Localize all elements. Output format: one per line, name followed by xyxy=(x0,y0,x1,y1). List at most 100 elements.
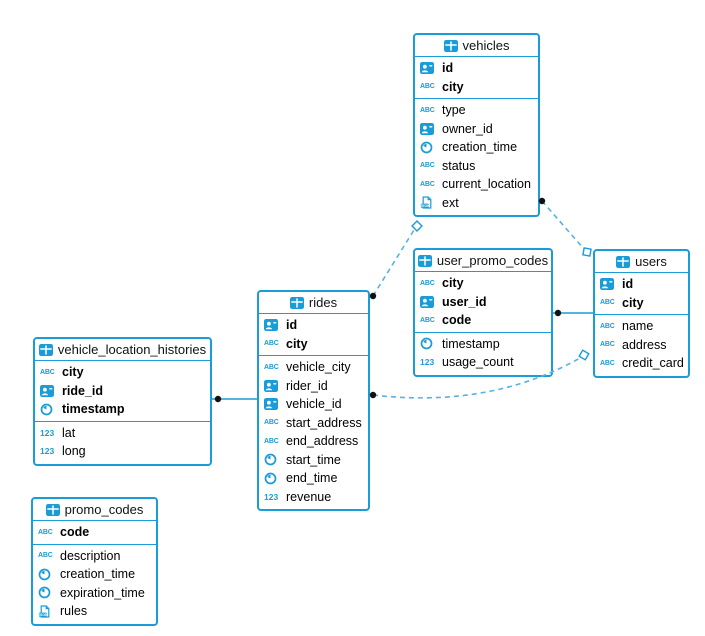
field-row-start_time[interactable]: start_time xyxy=(259,451,368,470)
field-row-code[interactable]: ABC code xyxy=(415,311,551,330)
table-user_promo_codes[interactable]: user_promo_codes ABC city user_id ABC co… xyxy=(413,248,553,377)
field-label: ext xyxy=(442,195,459,210)
number-icon: 123 xyxy=(420,357,435,367)
field-row-code[interactable]: ABC code xyxy=(33,523,156,542)
person-icon xyxy=(420,122,437,135)
table-users[interactable]: users id ABC city ABC name ABC address A… xyxy=(593,249,690,378)
field-row-vehicle_city[interactable]: ABC vehicle_city xyxy=(259,358,368,377)
person-icon xyxy=(264,398,281,411)
field-row-id[interactable]: id xyxy=(415,59,538,78)
field-row-timestamp[interactable]: timestamp xyxy=(35,400,210,419)
table-header[interactable]: promo_codes xyxy=(33,499,156,521)
text-icon: ABC xyxy=(420,83,435,91)
field-label: id xyxy=(286,318,298,333)
fields-section: ABC description creation_time expiration… xyxy=(33,543,156,624)
table-title: promo_codes xyxy=(64,502,144,517)
field-row-status[interactable]: ABC status xyxy=(415,157,538,176)
field-row-lat[interactable]: 123 lat xyxy=(35,424,210,443)
field-row-usage_count[interactable]: 123 usage_count xyxy=(415,353,551,372)
table-icon xyxy=(616,255,631,268)
field-row-ride_id[interactable]: ride_id xyxy=(35,382,210,401)
field-row-revenue[interactable]: 123 revenue xyxy=(259,488,368,507)
clock-icon xyxy=(264,453,281,466)
field-row-current_location[interactable]: ABC current_location xyxy=(415,175,538,194)
field-label: vehicle_city xyxy=(286,360,351,375)
field-label: creation_time xyxy=(442,140,518,155)
field-row-creation_time[interactable]: creation_time xyxy=(415,138,538,157)
table-header[interactable]: vehicle_location_histories xyxy=(35,339,210,361)
field-label: city xyxy=(286,336,308,351)
field-label: city xyxy=(442,79,464,94)
field-row-end_time[interactable]: end_time xyxy=(259,469,368,488)
field-row-address[interactable]: ABC address xyxy=(595,336,688,355)
field-label: city xyxy=(62,365,84,380)
primary-fields-section: ABC city user_id ABC code xyxy=(415,272,551,332)
field-row-city[interactable]: ABC city xyxy=(35,363,210,382)
clock-icon xyxy=(40,403,57,416)
primary-fields-section: id ABC city xyxy=(259,314,368,355)
field-label: city xyxy=(442,276,464,291)
table-header[interactable]: rides xyxy=(259,292,368,314)
field-label: description xyxy=(60,548,121,563)
table-icon xyxy=(417,254,432,267)
fields-section: timestamp 123 usage_count xyxy=(415,331,551,375)
field-label: lat xyxy=(62,425,76,440)
fields-section: ABC vehicle_city rider_id vehicle_id ABC… xyxy=(259,355,368,509)
table-vehicles[interactable]: vehicles id ABC city ABC type owner_id c… xyxy=(413,33,540,217)
field-label: id xyxy=(442,61,454,76)
primary-fields-section: id ABC city xyxy=(415,57,538,98)
field-row-ext[interactable]: JSON ext xyxy=(415,194,538,213)
fields-section: ABC name ABC address ABC credit_card xyxy=(595,314,688,376)
clock-icon xyxy=(420,141,437,154)
table-vehicle_location_histories[interactable]: vehicle_location_histories ABC city ride… xyxy=(33,337,212,466)
text-icon: ABC xyxy=(264,419,279,427)
text-icon: ABC xyxy=(600,299,615,307)
field-row-end_address[interactable]: ABC end_address xyxy=(259,432,368,451)
field-row-expiration_time[interactable]: expiration_time xyxy=(33,584,156,603)
field-row-vehicle_id[interactable]: vehicle_id xyxy=(259,395,368,414)
table-title: user_promo_codes xyxy=(436,253,549,268)
json-icon: JSON xyxy=(38,605,55,618)
text-icon: ABC xyxy=(600,359,615,367)
field-label: ride_id xyxy=(62,383,103,398)
field-row-city[interactable]: ABC city xyxy=(259,335,368,354)
table-rides[interactable]: rides id ABC city ABC vehicle_city rider… xyxy=(257,290,370,511)
person-icon xyxy=(264,319,281,332)
table-header[interactable]: user_promo_codes xyxy=(415,250,551,272)
field-row-rules[interactable]: JSON rules xyxy=(33,602,156,621)
field-label: rules xyxy=(60,604,88,619)
table-header[interactable]: vehicles xyxy=(415,35,538,57)
field-row-city[interactable]: ABC city xyxy=(595,294,688,313)
field-row-rider_id[interactable]: rider_id xyxy=(259,377,368,396)
field-row-owner_id[interactable]: owner_id xyxy=(415,120,538,139)
field-row-name[interactable]: ABC name xyxy=(595,317,688,336)
field-row-user_id[interactable]: user_id xyxy=(415,293,551,312)
table-header[interactable]: users xyxy=(595,251,688,273)
field-row-id[interactable]: id xyxy=(595,275,688,294)
field-row-long[interactable]: 123 long xyxy=(35,442,210,461)
person-icon xyxy=(264,379,281,392)
field-row-creation_time[interactable]: creation_time xyxy=(33,565,156,584)
person-icon xyxy=(40,384,57,397)
field-row-city[interactable]: ABC city xyxy=(415,274,551,293)
person-icon xyxy=(420,62,437,75)
fields-section: 123 lat 123 long xyxy=(35,420,210,464)
field-row-type[interactable]: ABC type xyxy=(415,101,538,120)
field-row-city[interactable]: ABC city xyxy=(415,78,538,97)
table-promo_codes[interactable]: promo_codes ABC code ABC description cre… xyxy=(31,497,158,626)
number-icon: 123 xyxy=(264,491,279,502)
field-row-credit_card[interactable]: ABC credit_card xyxy=(595,354,688,373)
table-title: rides xyxy=(308,295,338,310)
field-label: timestamp xyxy=(442,336,500,351)
field-row-description[interactable]: ABC description xyxy=(33,547,156,566)
field-row-start_address[interactable]: ABC start_address xyxy=(259,414,368,433)
field-row-id[interactable]: id xyxy=(259,316,368,335)
person-icon xyxy=(600,278,617,291)
text-icon: ABC xyxy=(40,368,55,376)
text-icon: ABC xyxy=(38,552,53,560)
text-icon: ABC xyxy=(600,322,615,330)
field-label: creation_time xyxy=(60,567,136,582)
field-row-timestamp[interactable]: timestamp xyxy=(415,335,551,354)
fields-section: ABC type owner_id creation_time ABC stat… xyxy=(415,98,538,215)
